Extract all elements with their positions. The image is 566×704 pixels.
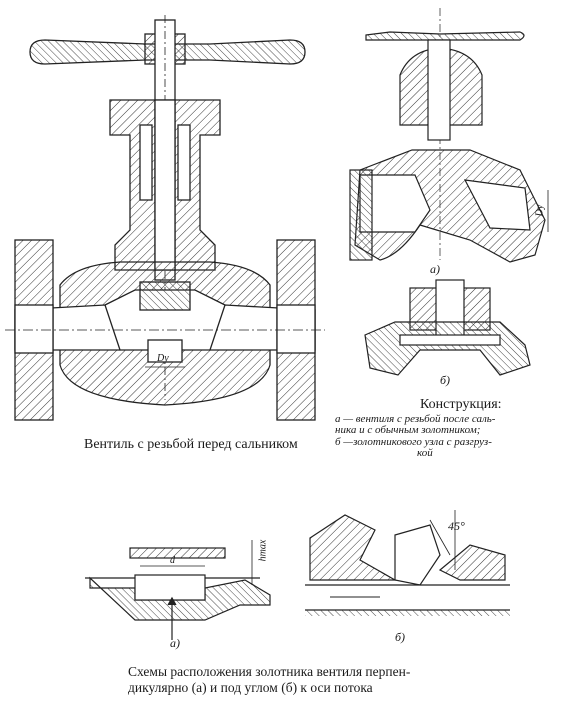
scheme-a-drawing xyxy=(85,540,271,640)
dim-du-main: Dу xyxy=(157,353,169,364)
konstruktsiya-a-text: а — вентиля с резьбой после саль- ника и… xyxy=(335,414,495,436)
dim-d: d xyxy=(170,555,175,566)
label-fig-b-top: б) xyxy=(440,373,451,387)
scheme-b-drawing xyxy=(305,510,510,616)
label-fig-a-bottom: а) xyxy=(170,636,180,650)
bottom-caption-line2: дикулярно (а) и под углом (б) к оси пото… xyxy=(128,680,373,695)
bottom-caption: Схемы расположения золотника вентиля пер… xyxy=(128,664,410,696)
konstruktsiya-a-line2: ника и с обычным золотником; xyxy=(335,424,481,436)
dim-du-side: Dу xyxy=(534,204,546,217)
bottom-caption-line1: Схемы расположения золотника вентиля пер… xyxy=(128,664,411,679)
konstruktsiya-b-line1: б —золотникового узла с разгруз- xyxy=(335,436,492,448)
main-valve-drawing xyxy=(5,15,325,421)
valve-variant-b-drawing xyxy=(364,279,531,376)
caption-main-valve: Вентиль с резьбой перед сальником xyxy=(84,437,298,452)
konstruktsiya-a-line1: а — вентиля с резьбой после саль- xyxy=(335,413,496,425)
valve-variant-a-drawing xyxy=(349,8,549,263)
konstruktsiya-b-text: б —золотникового узла с разгруз- кой xyxy=(335,437,492,459)
dim-hmax: hmax xyxy=(257,539,269,562)
konstruktsiya-b-line2: кой xyxy=(417,447,433,459)
konstruktsiya-title: Конструкция: xyxy=(420,397,502,412)
label-fig-b-bottom: б) xyxy=(395,630,406,644)
angle-45: 45° xyxy=(448,519,465,533)
label-fig-a-top: а) xyxy=(430,262,440,276)
